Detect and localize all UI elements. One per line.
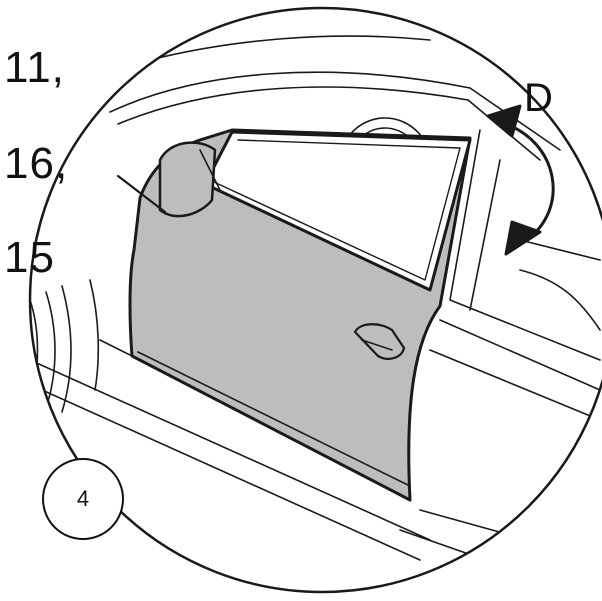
direction-label-d: D [524,76,554,120]
callout-label-15: 15 [4,233,55,282]
car-body-right [429,129,601,421]
side-mirror-icon [158,141,221,218]
callout-label-11: 11, [4,43,65,92]
curved-double-arrow-icon [486,104,555,256]
leader-line [116,174,167,214]
callout-label-16: 16, [4,139,69,188]
step-number: 4 [76,486,90,511]
door-handle-icon [353,323,406,360]
step-number-badge: 4 [42,458,124,540]
